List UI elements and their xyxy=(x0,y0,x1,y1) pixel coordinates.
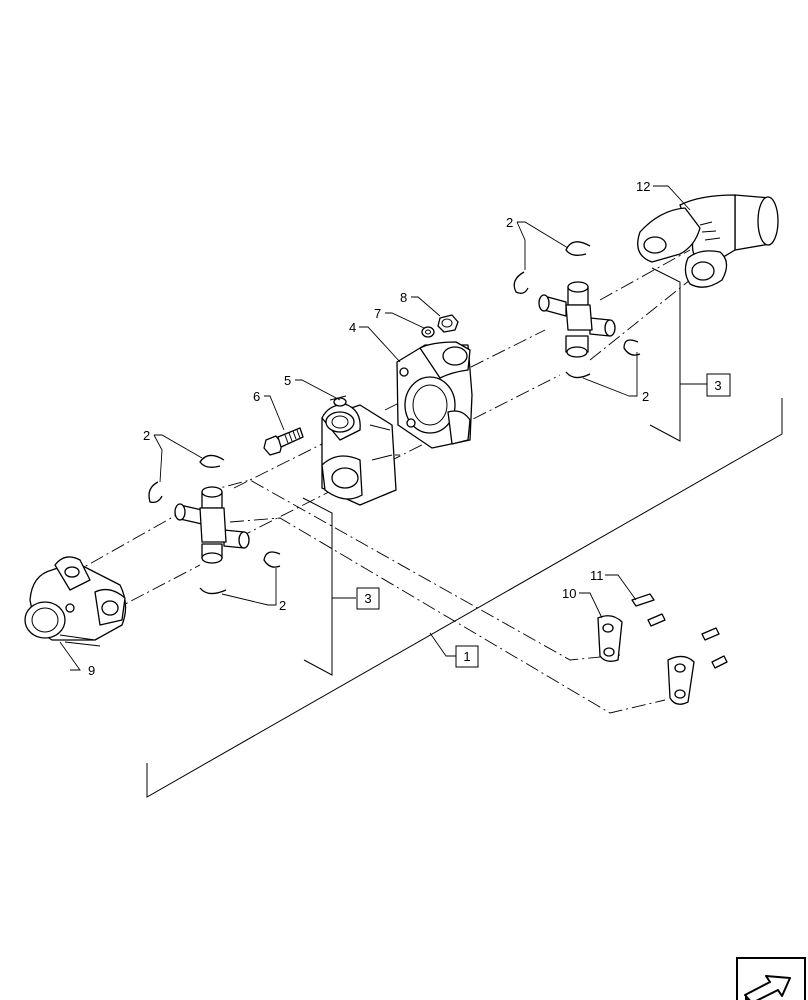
callout-6[interactable]: 6 xyxy=(253,389,260,404)
ref-box-1[interactable]: 1 xyxy=(455,645,479,668)
callout-leaders xyxy=(59,185,691,671)
ref-box-3-right[interactable]: 3 xyxy=(706,373,731,397)
snap-rings-upper xyxy=(513,241,641,379)
callout-10[interactable]: 10 xyxy=(562,586,576,601)
end-yoke-part-9 xyxy=(24,556,127,647)
callout-8[interactable]: 8 xyxy=(400,290,407,305)
yoke-part-5 xyxy=(321,395,397,506)
ref-box-1-label: 1 xyxy=(463,649,470,664)
assembly-axis-lines xyxy=(69,249,691,714)
ref-box-3-right-label: 3 xyxy=(714,378,721,393)
callout-2-upper-right[interactable]: 2 xyxy=(642,389,649,404)
callout-2-lower-right[interactable]: 2 xyxy=(279,598,286,613)
callout-2-lower-left[interactable]: 2 xyxy=(143,428,150,443)
bolt-part-6 xyxy=(263,427,304,456)
ref-box-3-mid[interactable]: 3 xyxy=(356,587,380,610)
callout-5[interactable]: 5 xyxy=(284,373,291,388)
washer-part-7 xyxy=(421,326,435,338)
callout-labels: 12 2 8 7 4 5 6 2 2 2 11 10 9 xyxy=(88,179,650,678)
nut-part-8 xyxy=(437,314,459,333)
callout-9[interactable]: 9 xyxy=(88,663,95,678)
bracket-group-3-mid xyxy=(302,497,356,676)
callout-7[interactable]: 7 xyxy=(374,306,381,321)
callout-11[interactable]: 11 xyxy=(590,568,604,583)
callout-2-upper-left[interactable]: 2 xyxy=(506,215,513,230)
bracket-group-3-right xyxy=(649,267,707,442)
callout-4[interactable]: 4 xyxy=(349,320,356,335)
bracket-group-1 xyxy=(146,398,783,798)
callout-12[interactable]: 12 xyxy=(636,179,650,194)
leader-ref1 xyxy=(429,632,456,657)
ref-box-3-mid-label: 3 xyxy=(364,591,371,606)
cross-bearing-lower xyxy=(174,486,250,564)
next-page-arrow-icon[interactable] xyxy=(736,957,806,1000)
bolts-part-11 xyxy=(631,593,728,669)
snap-rings-lower xyxy=(148,454,281,595)
strap-part-10 xyxy=(597,615,695,705)
cross-bearing-upper xyxy=(538,281,616,358)
flange-yoke-part-4 xyxy=(396,341,473,449)
slip-yoke-part-12 xyxy=(637,194,779,288)
